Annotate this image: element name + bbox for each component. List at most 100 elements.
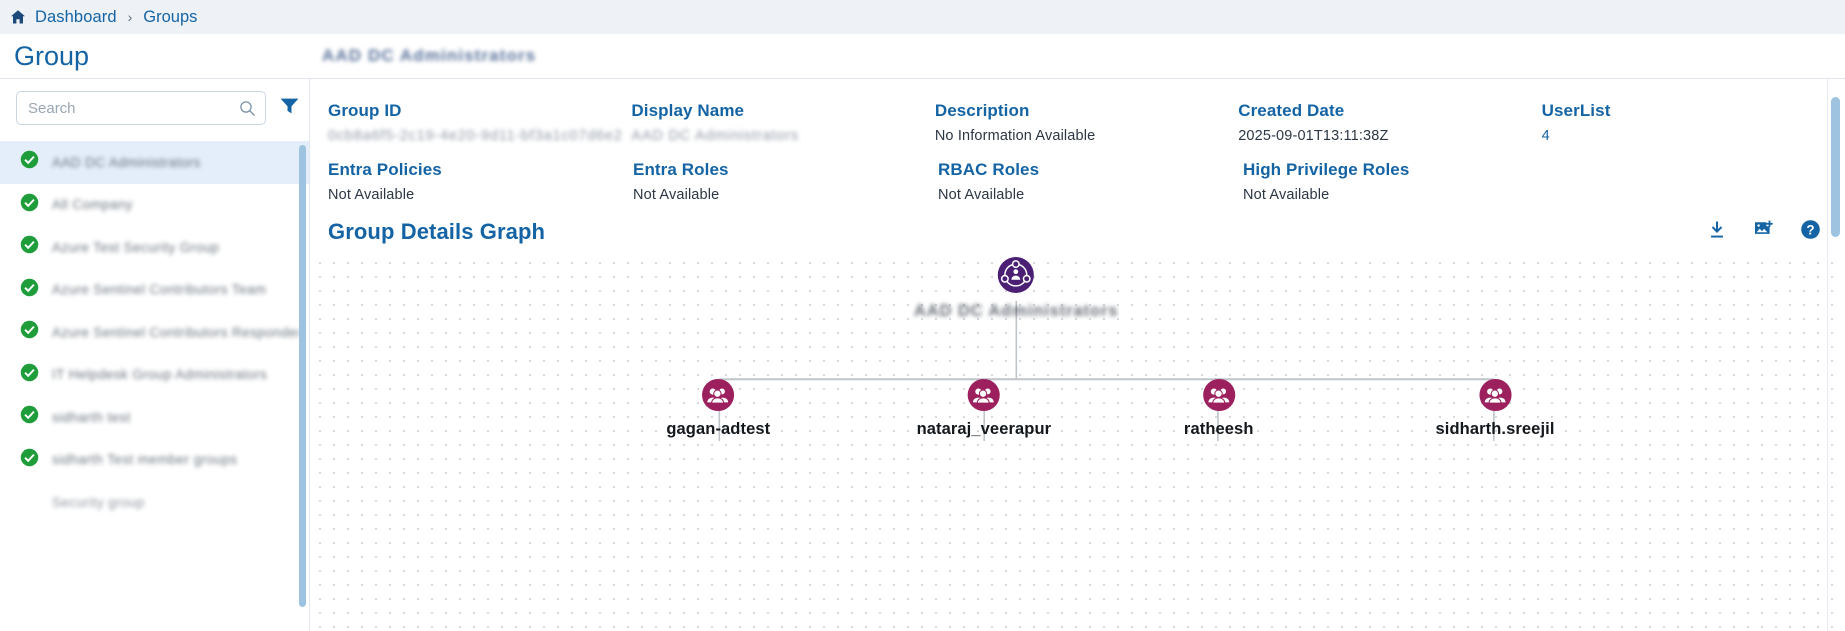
users-icon [1478, 378, 1512, 412]
detail-label: High Privilege Roles [1243, 160, 1410, 179]
group-list-item[interactable]: Azure Sentinel Contributors Responders R… [0, 311, 309, 354]
group-list-item-label: All Company [52, 197, 133, 213]
group-list-item-label: Azure Sentinel Contributors Team [52, 282, 267, 298]
download-icon[interactable] [1707, 220, 1727, 245]
group-list-item[interactable]: IT Helpdesk Group Administrators [0, 354, 309, 397]
search-icon[interactable] [239, 100, 256, 122]
sidebar-scrollbar[interactable] [299, 145, 306, 607]
check-circle-icon [20, 235, 39, 259]
panel-titlebar: Group AAD DC Administrators [0, 34, 1845, 79]
detail-value: 0cb8a6f5-2c19-4e20-9d11-bf3a1c07d6e2 [328, 128, 623, 144]
group-panel: Group AAD DC Administrators AAD DC Admin… [0, 34, 1845, 631]
check-circle-icon [20, 320, 39, 344]
breadcrumb-item-groups[interactable]: Groups [143, 7, 198, 26]
detail-label: Entra Policies [328, 160, 442, 179]
detail-value: Not Available [938, 187, 1025, 203]
group-list-item-label: Security group [52, 494, 145, 510]
group-list-item[interactable]: sidharth test [0, 396, 309, 439]
group-details: Group ID 0cb8a6f5-2c19-4e20-9d11-bf3a1c07… [310, 79, 1845, 209]
selected-group-name: AAD DC Administrators [322, 46, 537, 65]
detail-value: AAD DC Administrators [631, 128, 799, 144]
detail-cell: Group ID 0cb8a6f5-2c19-4e20-9d11-bf3a1c07… [328, 101, 631, 144]
check-circle-icon [20, 448, 39, 472]
group-list-item-label: Azure Test Security Group [52, 239, 220, 255]
check-circle-icon [20, 363, 39, 387]
group-list-item-label: sidharth test [52, 409, 131, 425]
graph-title: Group Details Graph [328, 219, 546, 244]
check-circle-icon [20, 193, 39, 217]
graph-node-child[interactable]: sidharth.sreejil [1436, 378, 1555, 439]
users-icon [701, 378, 735, 412]
users-icon [967, 378, 1001, 412]
group-list-item-label: IT Helpdesk Group Administrators [52, 367, 268, 383]
svg-text:?: ? [1806, 222, 1814, 237]
detail-cell: UserList 4 [1542, 101, 1845, 144]
graph-node-label: nataraj_veerapur [916, 420, 1052, 438]
breadcrumb-item-dashboard[interactable]: Dashboard [35, 7, 117, 26]
group-list-item-label: sidharth Test member groups [52, 452, 238, 468]
check-circle-icon [20, 278, 39, 302]
graph-node-label: sidharth.sreejil [1435, 420, 1555, 438]
graph-node-child[interactable]: nataraj_veerapur [917, 378, 1052, 439]
graph-header: Group Details Graph [310, 209, 1845, 251]
page-title: Group [14, 40, 90, 71]
breadcrumb: Dashboard › Groups [0, 0, 1845, 34]
detail-value: No Information Available [934, 128, 1096, 144]
graph-toolbar: ? [1707, 219, 1821, 245]
detail-label: Display Name [631, 101, 745, 120]
detail-label: Group ID [328, 101, 402, 120]
filter-funnel-icon[interactable] [280, 97, 299, 120]
group-list-item[interactable]: All Company [0, 184, 309, 227]
detail-value: Not Available [1243, 187, 1330, 203]
add-image-icon[interactable] [1753, 219, 1774, 245]
detail-cell: Created Date 2025-09-01T13:11:38Z [1238, 101, 1541, 144]
detail-value: 2025-09-01T13:11:38Z [1238, 128, 1389, 144]
check-circle-icon [20, 405, 39, 429]
home-icon [10, 9, 26, 25]
group-list-item-label: Azure Sentinel Contributors Responders R… [52, 324, 299, 340]
users-icon [1202, 378, 1236, 412]
group-network-icon [997, 256, 1035, 294]
search-input[interactable] [17, 92, 265, 124]
group-list-item[interactable]: Azure Test Security Group [0, 226, 309, 269]
detail-value: Not Available [328, 187, 415, 203]
graph-node-label: ratheesh [1183, 420, 1254, 438]
graph-node-root[interactable]: AAD DC Administrators [914, 256, 1118, 321]
graph-node-label: gagan-adtest [666, 420, 771, 438]
check-circle-icon [20, 150, 39, 174]
main-scrollbar[interactable] [1831, 97, 1840, 237]
main-content: Group ID 0cb8a6f5-2c19-4e20-9d11-bf3a1c07… [310, 79, 1845, 631]
graph-node-child[interactable]: gagan-adtest [666, 378, 770, 439]
cursor-hand-icon [20, 493, 39, 511]
detail-value[interactable]: 4 [1541, 128, 1550, 144]
breadcrumb-separator: › [127, 9, 133, 25]
group-list-item[interactable]: AAD DC Administrators [0, 141, 309, 184]
graph-node-label: AAD DC Administrators [913, 302, 1119, 320]
group-list-item-label: AAD DC Administrators [52, 154, 201, 170]
help-icon[interactable]: ? [1800, 219, 1821, 245]
detail-label: Entra Roles [633, 160, 729, 179]
detail-label: RBAC Roles [938, 160, 1040, 179]
graph-node-child[interactable]: ratheesh [1184, 378, 1254, 439]
detail-label: UserList [1541, 101, 1611, 120]
search-box[interactable] [16, 91, 266, 125]
detail-label: Created Date [1238, 101, 1345, 120]
group-list-item[interactable]: Security group [0, 481, 309, 524]
sidebar-search-row [0, 79, 309, 135]
detail-label: Description [934, 101, 1030, 120]
group-list-item[interactable]: sidharth Test member groups [0, 439, 309, 482]
graph-canvas[interactable]: AAD DC Administrators gagan-adtest nataraj… [310, 251, 1845, 631]
detail-cell: Description No Information Available [935, 101, 1238, 144]
detail-row-1: Group ID 0cb8a6f5-2c19-4e20-9d11-bf3a1c07… [328, 101, 1845, 144]
main-scrollbar-track [1827, 79, 1845, 631]
group-list-item[interactable]: Azure Sentinel Contributors Team [0, 269, 309, 312]
